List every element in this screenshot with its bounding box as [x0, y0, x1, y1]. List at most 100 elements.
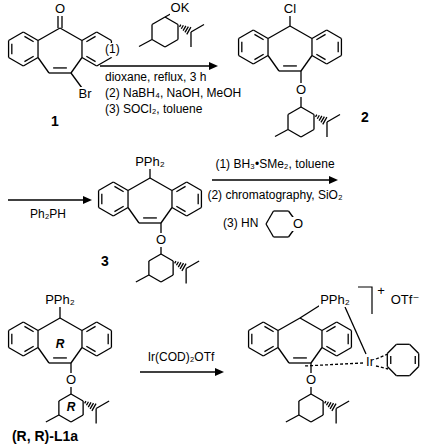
bond-line — [301, 107, 314, 115]
bond-line — [82, 401, 83, 415]
bond-line — [9, 32, 24, 41]
bond-line — [136, 275, 149, 282]
charge-sign: + — [376, 284, 386, 298]
bond-line — [38, 58, 49, 74]
bond-line — [299, 415, 311, 422]
bond-line — [99, 182, 114, 191]
atom-label: O — [295, 83, 307, 97]
bond-line — [86, 36, 95, 41]
bond-line — [71, 58, 82, 74]
bond-line — [38, 318, 60, 331]
bond-line — [239, 30, 254, 39]
bond-line — [201, 191, 202, 208]
bond-line — [149, 275, 161, 282]
arrow-head — [209, 62, 218, 70]
bond-line — [114, 186, 123, 191]
bond-line — [92, 404, 96, 411]
bond-line — [326, 346, 335, 351]
bond-line — [396, 375, 409, 376]
bond-line — [387, 353, 388, 366]
bond-line — [82, 322, 97, 331]
bond-line — [49, 72, 71, 73]
compound-name: (R, R)-L1a — [11, 429, 79, 444]
bond-line — [9, 322, 24, 331]
bond-line — [152, 40, 165, 48]
bond-line — [59, 415, 71, 422]
bond-line — [161, 254, 173, 261]
bond-line — [300, 318, 322, 331]
bond-line — [172, 261, 173, 275]
reagent-text: dioxane, reflux, 3 h — [104, 71, 207, 84]
bond-line — [178, 262, 181, 267]
bond-line — [177, 25, 178, 40]
bond-line — [165, 17, 178, 25]
bond-line — [46, 415, 59, 422]
bond-line — [337, 322, 352, 331]
bond-line — [81, 41, 82, 58]
bond-line — [326, 326, 335, 331]
bond-line — [37, 41, 38, 58]
bond-line — [97, 58, 112, 67]
bond-line — [376, 366, 388, 369]
bond-line — [23, 348, 38, 357]
bond-line — [263, 348, 278, 357]
reagent-text: Ph₂PH — [29, 208, 67, 221]
bond-line — [86, 326, 95, 331]
bond-line — [278, 348, 289, 364]
atom-label: O — [292, 217, 304, 231]
bond-line — [185, 269, 186, 284]
bond-line — [37, 331, 38, 348]
bond-line — [321, 331, 322, 348]
bond-line — [151, 25, 152, 40]
bond-line — [81, 331, 82, 348]
bond-line — [253, 30, 268, 39]
bond-line — [58, 401, 59, 415]
bond-line — [267, 39, 268, 56]
stereo-descriptor: R — [55, 338, 66, 351]
bond-line — [288, 107, 301, 115]
compound-number: 2 — [360, 110, 370, 125]
reagent-text: (2) chromatography, SiO₂ — [206, 189, 343, 202]
bond-line — [313, 115, 314, 130]
bond-line — [311, 394, 323, 401]
bond-line — [387, 367, 396, 376]
bond-line — [304, 363, 363, 366]
bond-line — [86, 402, 88, 405]
step-number: (1) — [104, 43, 121, 56]
bond-line — [293, 357, 307, 358]
bond-line — [128, 178, 150, 191]
bond-line — [264, 326, 273, 331]
counter-ion: OTf⁻ — [390, 293, 421, 307]
bond-line — [268, 56, 279, 72]
bond-line — [287, 115, 288, 130]
bond-line — [241, 42, 242, 53]
atom-label: Cl — [283, 2, 297, 16]
bond-line — [253, 56, 268, 65]
atom-label: PPh₂ — [319, 293, 351, 307]
bond-line — [111, 331, 112, 348]
bond-line — [49, 362, 71, 363]
bond-line — [176, 186, 185, 191]
bond-line — [376, 354, 388, 359]
bond-line — [187, 208, 202, 217]
bond-line — [312, 30, 327, 39]
bond-line — [60, 318, 82, 331]
bond-line — [8, 41, 9, 58]
bond-line — [96, 401, 109, 409]
bond-line — [139, 40, 152, 47]
bond-line — [341, 39, 342, 56]
reagent-text: (3) HN — [222, 217, 259, 230]
bond-line — [95, 409, 96, 424]
bond-line — [249, 322, 264, 331]
bond-line — [323, 117, 327, 124]
bond-line — [148, 261, 149, 275]
bond-line — [198, 194, 199, 205]
bond-line — [71, 348, 82, 364]
arrow-head — [83, 196, 92, 204]
bond-line — [82, 32, 97, 41]
bond-line — [328, 402, 331, 407]
bond-line — [82, 348, 97, 357]
bracket — [358, 287, 372, 314]
